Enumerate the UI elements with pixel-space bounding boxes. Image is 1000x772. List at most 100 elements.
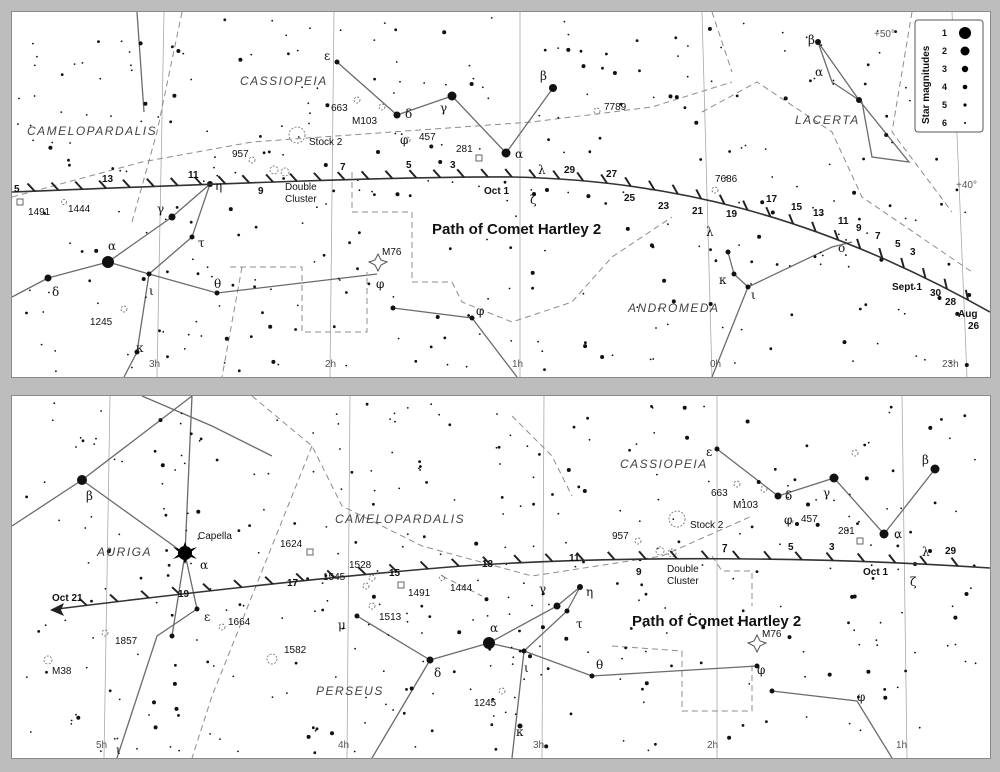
background-star: [819, 251, 822, 254]
background-star: [884, 133, 889, 137]
background-star: [211, 275, 213, 278]
background-star: [901, 611, 903, 614]
date-label: Oct 1: [484, 186, 509, 197]
background-star: [654, 742, 657, 746]
star-phi-and: [390, 305, 396, 311]
background-star: [587, 651, 589, 654]
comet-tail-marker: [624, 176, 632, 187]
comet-tail-marker: [921, 267, 927, 279]
boundary-line: [191, 445, 313, 758]
cluster-1857: [101, 629, 109, 637]
background-star: [140, 120, 143, 123]
background-star: [579, 49, 583, 53]
object-label: M76: [382, 247, 402, 258]
background-star: [889, 405, 893, 409]
boundary-line: [701, 81, 973, 273]
background-star: [848, 515, 851, 518]
background-star: [120, 40, 123, 43]
background-star: [699, 158, 703, 161]
background-star: [643, 625, 646, 628]
background-star: [143, 101, 148, 106]
background-star: [771, 176, 774, 178]
background-star: [707, 480, 710, 483]
object-label: 957: [232, 149, 249, 160]
constellation-label: CASSIOPEIA: [240, 74, 328, 88]
background-star: [698, 245, 701, 248]
background-star: [405, 688, 408, 691]
background-star: [773, 467, 777, 471]
comet-tail-markers: [26, 168, 970, 301]
date-label: 9: [856, 223, 862, 234]
background-star: [468, 64, 471, 67]
perseus-figure-south: [511, 650, 525, 758]
background-star: [301, 222, 304, 225]
star-label: β: [86, 489, 93, 503]
background-star: [494, 747, 498, 751]
background-star: [422, 660, 425, 663]
background-star: [670, 664, 673, 668]
background-star: [876, 30, 879, 32]
background-star: [537, 340, 539, 343]
background-star: [652, 358, 655, 360]
object-label: 1664: [228, 617, 251, 628]
legend-magnitude-label: 1: [942, 28, 947, 38]
date-label: 3: [829, 542, 835, 553]
date-label: 29: [564, 165, 576, 176]
background-star: [237, 233, 241, 237]
star-label: η: [586, 585, 593, 599]
background-star: [332, 189, 336, 193]
background-star: [512, 656, 515, 659]
comet-tail-marker: [638, 550, 648, 560]
background-star: [546, 667, 550, 670]
background-star: [121, 460, 123, 463]
background-star: [25, 676, 28, 678]
background-star: [172, 681, 177, 686]
comet-tail-marker: [950, 557, 959, 567]
background-star: [842, 340, 847, 345]
comet-tail-marker: [700, 550, 710, 560]
star-delta-per: [44, 274, 52, 282]
date-label: 29: [945, 546, 957, 557]
background-star: [827, 672, 832, 677]
date-label: Aug: [958, 309, 977, 320]
background-star: [709, 248, 712, 252]
star-label: ε: [324, 49, 330, 63]
background-star: [805, 444, 809, 448]
background-star: [76, 715, 81, 720]
background-star: [896, 686, 899, 689]
background-star: [157, 116, 160, 118]
background-star: [650, 405, 653, 408]
background-star: [48, 291, 50, 294]
background-star: [878, 51, 881, 54]
chart-labels: Path of Comet Hartley 2 AURIGA CAMELOPAR…: [52, 445, 957, 757]
background-star: [852, 190, 857, 195]
background-star: [569, 712, 573, 716]
path-title: Path of Comet Hartley 2: [432, 221, 601, 238]
object-label: 1491: [408, 588, 431, 599]
cluster-1513: [368, 602, 376, 610]
background-star: [508, 613, 511, 615]
background-star: [769, 347, 773, 351]
background-star: [490, 17, 493, 19]
star-mu-per: [354, 613, 360, 619]
background-star: [294, 661, 298, 665]
star-label: κ: [516, 725, 524, 739]
background-star: [213, 166, 215, 169]
background-star: [358, 189, 361, 192]
legend-dot-mag6: [964, 122, 966, 124]
boundary-line: [351, 172, 673, 323]
date-label: Oct 21: [52, 593, 83, 604]
background-star: [656, 473, 658, 476]
legend-dot-mag4: [962, 84, 968, 90]
star-epsilon-aur: [194, 606, 200, 612]
background-star: [787, 484, 789, 487]
cluster-double-h: [269, 165, 279, 175]
background-star: [106, 549, 111, 554]
star-label: φ: [857, 690, 865, 704]
background-star: [897, 568, 900, 571]
background-star: [67, 158, 70, 162]
background-star: [563, 20, 566, 23]
background-star: [849, 493, 851, 496]
background-star: [504, 711, 507, 714]
background-star: [180, 412, 183, 415]
